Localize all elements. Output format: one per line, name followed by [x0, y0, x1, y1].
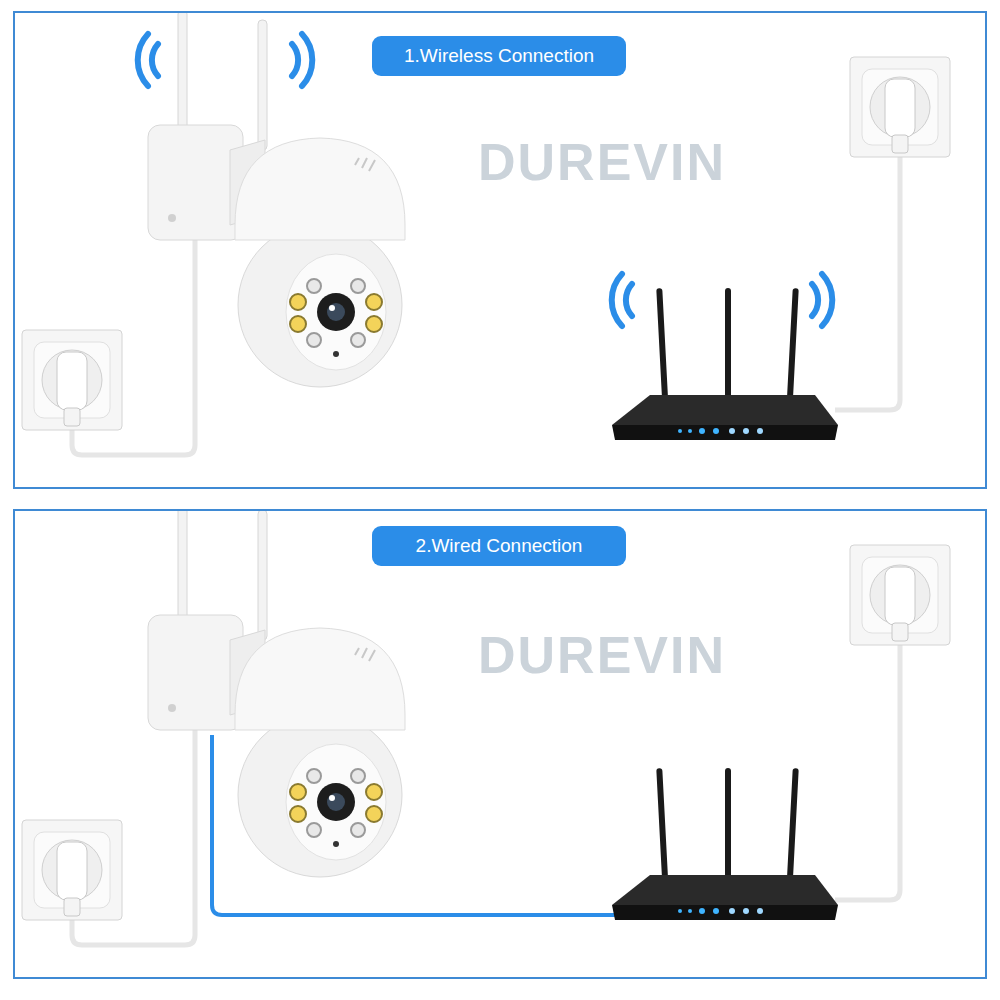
title-pill: 2.Wired Connection [372, 526, 626, 566]
watermark: DUREVIN [478, 132, 726, 192]
pill-text: 2.Wired Connection [416, 535, 583, 557]
pill-text: 1.Wireless Connection [404, 45, 594, 67]
wireless-scene [22, 13, 950, 455]
wired-scene [22, 511, 950, 945]
title-pill: 1.Wireless Connection [372, 36, 626, 76]
watermark: DUREVIN [478, 625, 726, 685]
